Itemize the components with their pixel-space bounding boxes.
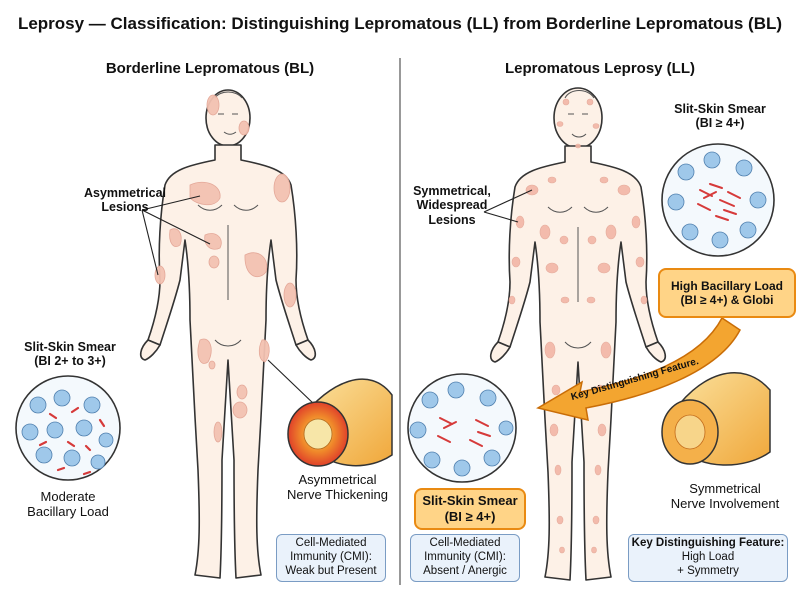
bl-body-details xyxy=(197,91,259,347)
ll-smear-circle-top xyxy=(661,143,775,257)
ll-lesion-pointers xyxy=(483,189,533,223)
bl-smear-label: Slit-Skin Smear(BI 2+ to 3+) xyxy=(24,340,116,369)
ll-nerve-illustration xyxy=(661,372,771,466)
ll-smear-circle-bottom xyxy=(407,373,517,483)
bl-heading: Borderline Lepromatous (BL) xyxy=(105,60,315,77)
ll-smear-box: Slit-Skin Smear(BI ≥ 4+) xyxy=(414,488,526,530)
page-title: Leprosy — Classification: Distinguishing… xyxy=(17,14,783,33)
ll-head xyxy=(553,87,603,149)
ll-body-details xyxy=(547,90,609,349)
bl-lesions xyxy=(154,94,297,443)
key-feature-arrow xyxy=(536,316,741,421)
ll-heading: Lepromatous Leprosy (LL) xyxy=(504,60,695,77)
bl-nerve-pointer xyxy=(267,359,316,406)
bl-nerve-illustration xyxy=(287,378,393,467)
bl-hand-left xyxy=(139,339,161,361)
bl-hand-right xyxy=(295,339,317,361)
bl-smear-circle xyxy=(15,375,121,481)
bl-lesion-pointers xyxy=(141,195,211,276)
ll-high-load-box: High Bacillary Load(BI ≥ 4+) & Globi xyxy=(658,268,796,318)
ll-key-feature-box: Key Distinguishing Feature:High Load+ Sy… xyxy=(628,534,788,582)
ll-smear-top-label: Slit-Skin Smear(BI ≥ 4+) xyxy=(674,102,766,131)
bl-body-figure xyxy=(139,89,317,579)
